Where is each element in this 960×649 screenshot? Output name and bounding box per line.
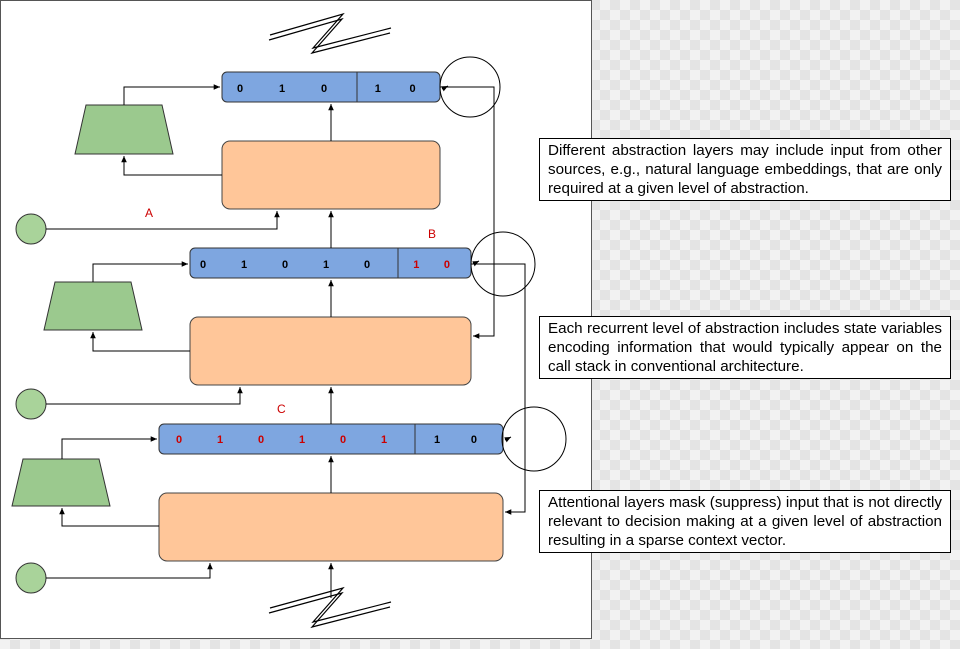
note-recurrent-state: Each recurrent level of abstraction incl… bbox=[539, 316, 951, 379]
vector-bit-bottom-5: 1 bbox=[381, 434, 387, 446]
label-b: B bbox=[428, 227, 436, 241]
vector-bit-bottom-3: 1 bbox=[299, 434, 305, 446]
vector-bits-bottom: 0 1 0 1 0 1 1 0 bbox=[176, 434, 477, 446]
vector-bit-middle-1: 1 bbox=[241, 259, 247, 271]
note-input-sources: Different abstraction layers may include… bbox=[539, 138, 951, 201]
context-vector-bottom bbox=[158, 423, 504, 455]
output-lightning-icon bbox=[268, 12, 392, 55]
vector-bit-middle-4: 0 bbox=[364, 259, 370, 271]
processing-block-top bbox=[221, 140, 441, 210]
vector-bits-middle: 0 1 0 1 0 1 0 bbox=[200, 259, 450, 271]
state-bit-middle-0: 1 bbox=[413, 259, 419, 271]
attention-trapezoid-top bbox=[74, 104, 174, 155]
state-bit-top-1: 0 bbox=[410, 83, 416, 95]
input-source-node-middle bbox=[15, 388, 47, 420]
vector-bit-top-2: 0 bbox=[321, 83, 327, 95]
vector-bit-middle-0: 0 bbox=[200, 259, 206, 271]
label-a: A bbox=[145, 206, 153, 220]
vector-bit-bottom-1: 1 bbox=[217, 434, 223, 446]
processing-block-bottom bbox=[158, 492, 504, 562]
vector-bit-top-1: 1 bbox=[279, 83, 285, 95]
state-bit-bottom-1: 0 bbox=[471, 434, 477, 446]
state-bit-bottom-0: 1 bbox=[434, 434, 440, 446]
label-c: C bbox=[277, 402, 286, 416]
note-attention-mask: Attentional layers mask (suppress) input… bbox=[539, 490, 951, 553]
vector-bit-top-0: 0 bbox=[237, 83, 243, 95]
vector-bits-top: 0 1 0 1 0 bbox=[237, 83, 416, 95]
recurrent-loop-bottom bbox=[501, 406, 567, 472]
state-bit-middle-1: 0 bbox=[444, 259, 450, 271]
input-lightning-icon bbox=[268, 586, 392, 629]
attention-trapezoid-bottom bbox=[11, 458, 111, 507]
state-bit-top-0: 1 bbox=[375, 83, 381, 95]
connector-arrows bbox=[46, 84, 526, 598]
attention-trapezoid-middle bbox=[43, 281, 143, 331]
vector-bit-bottom-4: 0 bbox=[340, 434, 346, 446]
processing-block-middle bbox=[189, 316, 472, 386]
vector-bit-middle-3: 1 bbox=[323, 259, 329, 271]
input-source-node-bottom bbox=[15, 562, 47, 594]
input-source-node-top bbox=[15, 213, 47, 245]
vector-bit-bottom-2: 0 bbox=[258, 434, 264, 446]
vector-bit-bottom-0: 0 bbox=[176, 434, 182, 446]
context-vector-top bbox=[221, 71, 441, 103]
context-vector-middle bbox=[189, 247, 472, 279]
vector-bit-middle-2: 0 bbox=[282, 259, 288, 271]
